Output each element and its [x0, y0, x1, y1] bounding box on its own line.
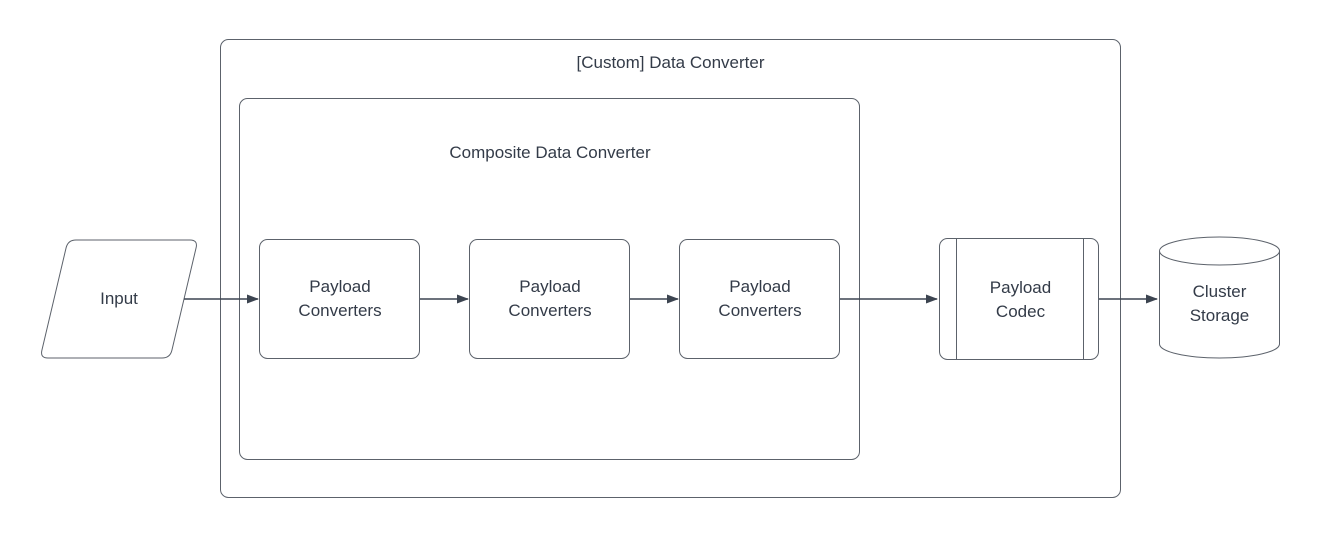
payload-codec-box: [939, 238, 1099, 360]
payload-converters-box-2: [469, 239, 630, 359]
payload-converters-box-3: [679, 239, 840, 359]
cluster-storage-cylinder: [1159, 236, 1280, 359]
payload-converters-box-1: [259, 239, 420, 359]
input-parallelogram: [41, 239, 197, 359]
